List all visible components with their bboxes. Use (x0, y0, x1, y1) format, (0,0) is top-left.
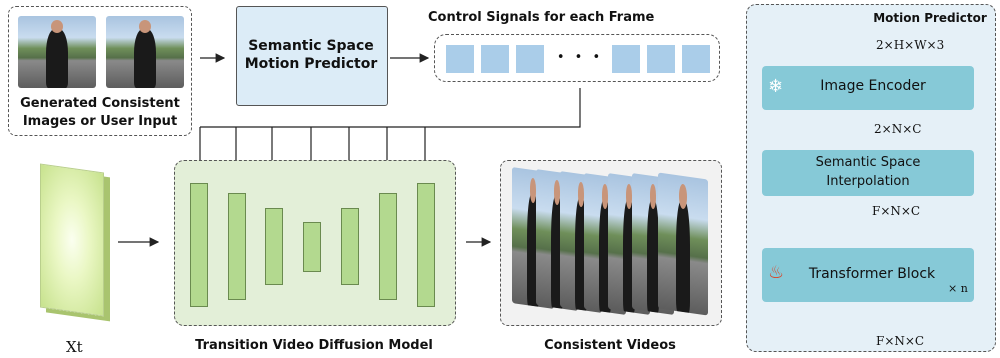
signal-cell-4 (612, 45, 640, 73)
signal-cell-6 (682, 45, 710, 73)
predictor-label-line2: Motion Predictor (244, 56, 378, 72)
input-image-1 (18, 16, 96, 88)
transformer-block: ♨ Transformer Block × n (762, 248, 974, 302)
control-signals-title: Control Signals for each Frame (428, 10, 655, 25)
mp-dim-input: 2×H×W×3 (876, 38, 945, 52)
transformer-label: Transformer Block (808, 266, 936, 282)
semantic-space-motion-predictor-box (236, 6, 388, 106)
xt-label: Xt (66, 338, 83, 356)
unet-bar-5 (341, 208, 359, 285)
input-caption-line2: Images or User Input (22, 114, 178, 129)
mp-dim-output: F×N×C (876, 334, 925, 348)
unet-bar-3 (265, 208, 283, 285)
predictor-label-line1: Semantic Space (248, 38, 374, 54)
input-images-panel (8, 6, 192, 136)
unet-bar-1 (190, 183, 208, 307)
unet-bar-4 (303, 222, 321, 272)
mp-dim-encoded: 2×N×C (874, 122, 922, 136)
mp-dim-interp: F×N×C (872, 204, 921, 218)
signal-cell-5 (647, 45, 675, 73)
image-encoder-label: Image Encoder (820, 78, 926, 94)
image-encoder-block: ❄ Image Encoder (762, 66, 974, 110)
control-signals-panel (434, 34, 720, 82)
semantic-interpolation-block: Semantic Space Interpolation (762, 150, 974, 196)
video-frame-7 (658, 172, 708, 316)
unet-bar-2 (228, 193, 246, 300)
snowflake-icon: ❄ (768, 76, 784, 97)
input-caption-line1: Generated Consistent (20, 96, 180, 111)
unet-bar-6 (379, 193, 397, 300)
signal-cell-1 (446, 45, 474, 73)
input-image-2 (106, 16, 184, 88)
signal-ellipsis: • • • (556, 50, 604, 65)
interpolation-label-line1: Semantic Space (815, 155, 921, 170)
signal-cell-3 (516, 45, 544, 73)
transformer-repeat: × n (948, 282, 968, 295)
motion-predictor-title: Motion Predictor (873, 11, 987, 25)
videos-label: Consistent Videos (544, 338, 676, 353)
diffusion-model-label: Transition Video Diffusion Model (195, 338, 433, 353)
signal-cell-2 (481, 45, 509, 73)
interpolation-label-line2: Interpolation (826, 174, 910, 189)
signal-bus-line (200, 88, 581, 128)
noise-latent-slab (40, 163, 104, 317)
unet-bar-7 (417, 183, 435, 307)
flame-icon: ♨ (768, 262, 785, 283)
